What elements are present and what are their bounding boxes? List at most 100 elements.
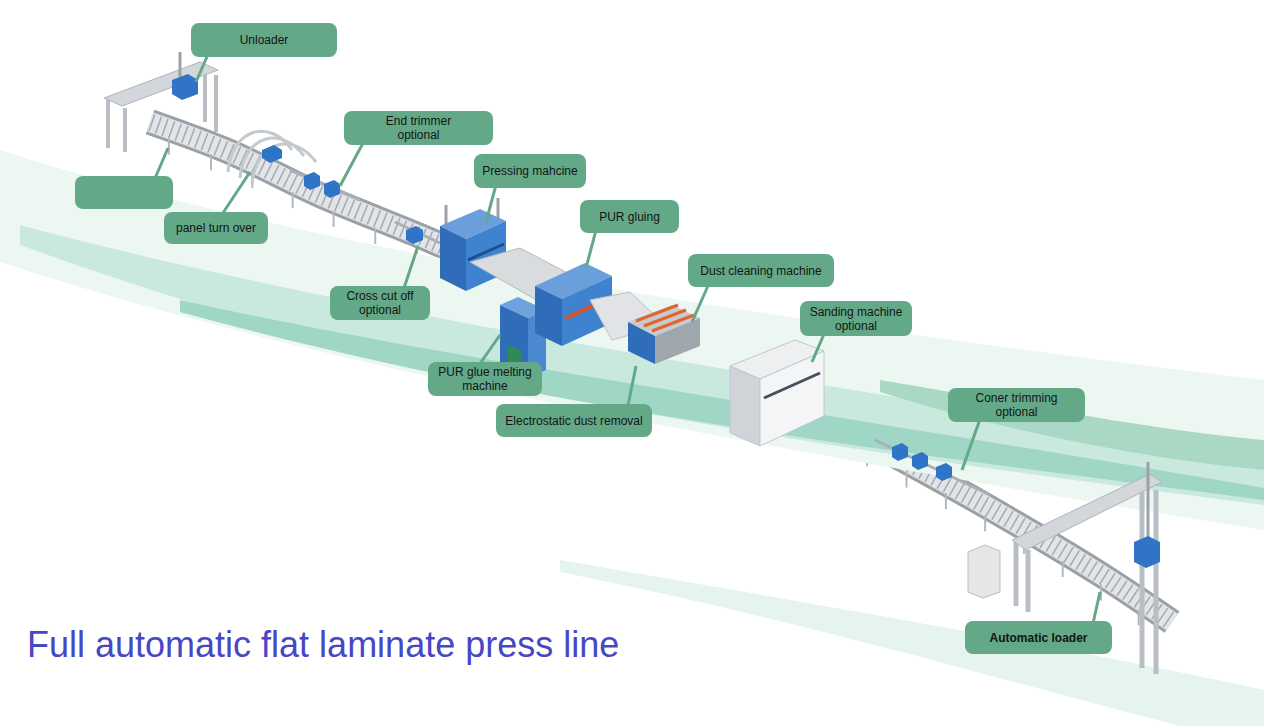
sanding-machine — [764, 373, 820, 398]
callout-box: Pressing mahcine — [474, 154, 586, 188]
conveyor-roller — [374, 210, 381, 227]
conveyor-roller — [367, 208, 374, 225]
conveyor-leg — [210, 154, 212, 170]
callout-label: Pressing mahcine — [482, 164, 577, 178]
conveyor-roller — [1016, 518, 1025, 534]
callout-box: Automatic loader — [965, 621, 1112, 654]
background-swoosh — [20, 225, 1264, 505]
panel-turnover — [228, 131, 292, 172]
conveyor-leg — [906, 472, 908, 488]
conveyor-roller — [380, 213, 387, 230]
sanding-machine — [730, 366, 760, 446]
conveyor-roller — [361, 205, 368, 222]
conveyor-roller — [341, 197, 348, 214]
conveyor-roller — [949, 480, 958, 496]
conveyor-roller — [1163, 612, 1173, 627]
conveyor-leg — [984, 515, 986, 531]
corner-trimming — [936, 463, 952, 481]
conveyor-roller — [1123, 585, 1133, 600]
background-swoosh — [180, 300, 1264, 500]
conveyor-roller — [1004, 511, 1013, 527]
conveyor-roller — [1117, 581, 1127, 596]
end-trimmer — [324, 180, 340, 198]
conveyor-roller — [264, 162, 272, 178]
conveyor-roller — [188, 128, 194, 145]
conveyor-roller — [1094, 565, 1104, 580]
conveyor-roller — [214, 139, 221, 156]
conveyor-roller — [162, 119, 168, 136]
conveyor-roller — [968, 490, 977, 506]
unloader-gantry — [123, 108, 127, 152]
conveyor-roller — [208, 136, 215, 153]
background-swoosh — [880, 380, 1264, 470]
corner-trimming — [912, 452, 928, 470]
callout-label: PUR glue melting machine — [433, 365, 537, 393]
loader-gantry — [1014, 542, 1019, 606]
blank-callout — [75, 176, 173, 209]
conveyor-roller — [277, 168, 285, 184]
conveyor-roller — [348, 200, 355, 217]
conveyor-leg — [1138, 609, 1140, 625]
corner-trimming — [892, 443, 908, 461]
conveyor-roller — [1129, 589, 1139, 604]
callout-box: Coner trimming optional — [948, 388, 1085, 422]
conveyor-roller — [1052, 540, 1061, 555]
conveyor-roller — [1058, 543, 1067, 558]
callout-label: End trimmer optional — [364, 114, 473, 142]
conveyor-roller — [271, 165, 279, 181]
conveyor-roller — [155, 117, 161, 134]
dust-cleaning-machine — [655, 318, 700, 364]
title: Full automatic flat laminate press line — [27, 624, 619, 666]
dust-cleaning-machine — [628, 322, 655, 364]
callout-box: panel turn over — [164, 212, 268, 244]
callout-label: Dust cleaning machine — [700, 264, 821, 278]
end-trimmer — [290, 170, 360, 200]
conveyor-roller — [283, 171, 291, 187]
corner-trimming — [875, 440, 990, 495]
conveyor-roller — [315, 186, 322, 202]
callout-box: Electrostatic dust removal — [496, 404, 652, 437]
conveyor-roller — [1064, 547, 1073, 562]
conveyor-roller — [175, 124, 181, 141]
panel-turnover — [262, 145, 282, 163]
cross-cut-off — [395, 222, 440, 243]
callout-pointer — [150, 45, 1100, 637]
conveyor-roller — [1105, 573, 1115, 588]
conveyor-roller — [1010, 515, 1019, 531]
sanding-machine — [760, 351, 824, 446]
conveyor-roller — [221, 141, 228, 158]
conveyor-roller — [980, 497, 989, 513]
cross-cut-off — [406, 226, 423, 244]
callout-label: Sanding machine optional — [805, 305, 907, 333]
conveyor-roller — [1158, 608, 1168, 623]
conveyor-leg — [945, 493, 947, 509]
loader-gantry — [1147, 462, 1150, 540]
conveyor-roller — [1076, 554, 1085, 569]
cross-cut-off — [395, 222, 440, 244]
conveyor-roller — [201, 133, 207, 150]
callout-label: Unloader — [240, 33, 289, 47]
pressing-machine — [440, 226, 466, 291]
dust-cleaning-machine — [628, 305, 700, 364]
conveyor-roller — [986, 501, 995, 517]
unloader-gantry — [203, 68, 207, 122]
corner-trimming — [875, 440, 990, 495]
conveyor-roller — [335, 195, 342, 212]
loader-gantry — [1026, 550, 1031, 612]
conveyor-roller — [998, 508, 1007, 524]
conveyor-roller — [354, 202, 361, 219]
callout-box: PUR glue melting machine — [428, 362, 542, 396]
conveyor-roller — [992, 504, 1001, 520]
conveyor-roller — [1100, 569, 1110, 584]
sanding-machine — [730, 340, 824, 446]
dust-cleaning-machine — [644, 310, 686, 326]
callout-label: Electrostatic dust removal — [505, 414, 642, 428]
background-swoosh — [0, 150, 1264, 726]
loader-gantry — [1140, 482, 1145, 668]
conveyor-roller — [387, 215, 394, 232]
conveyor-leg — [333, 211, 335, 227]
conveyor-roller — [290, 174, 298, 190]
control-cabinet — [968, 545, 1000, 598]
callout-box: End trimmer optional — [344, 111, 493, 145]
